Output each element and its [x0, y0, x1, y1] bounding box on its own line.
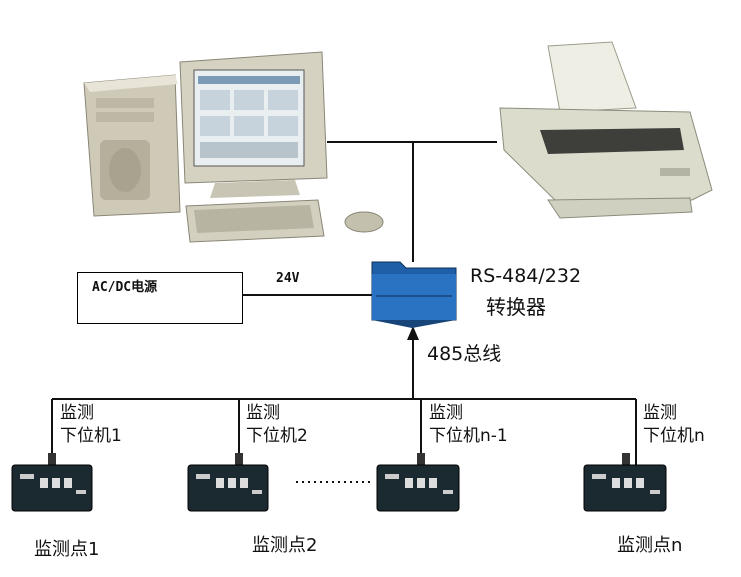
- slave-n-1-line1: 监测: [429, 403, 463, 423]
- slave-n-1-line2: 下位机n-1: [429, 426, 508, 446]
- slave-1-line2: 下位机1: [60, 426, 122, 446]
- power-supply-box: AC/DC电源: [77, 272, 243, 324]
- mouse-icon: [344, 211, 384, 233]
- connection-lines: [51, 141, 637, 465]
- printer-icon: [499, 41, 713, 219]
- device-icon-n: [583, 453, 667, 512]
- voltage-label: 24V: [276, 271, 300, 286]
- device-icon-1: [11, 453, 93, 512]
- bus-label: 485总线: [427, 343, 502, 365]
- slave-2-line2: 下位机2: [246, 426, 308, 446]
- device-icon-2: [187, 453, 269, 512]
- slave-1-line1: 监测: [60, 403, 94, 423]
- device-icon-n-1: [376, 453, 460, 512]
- point-1-label: 监测点1: [34, 539, 100, 560]
- bus-arrowhead: [407, 326, 419, 340]
- slave-n-line2: 下位机n: [643, 426, 705, 446]
- point-n-label: 监测点n: [617, 535, 683, 556]
- slave-2-line1: 监测: [246, 403, 280, 423]
- keyboard-icon: [185, 199, 325, 243]
- converter-model-label: RS-484/232: [470, 265, 582, 287]
- converter-box-icon: [371, 261, 457, 328]
- pc-tower-icon: [83, 74, 181, 217]
- point-2-label: 监测点2: [252, 535, 318, 556]
- slave-n-line1: 监测: [643, 403, 677, 423]
- power-supply-label: AC/DC电源: [92, 280, 158, 295]
- monitor-icon: [179, 51, 328, 198]
- converter-name-label: 转换器: [486, 295, 546, 319]
